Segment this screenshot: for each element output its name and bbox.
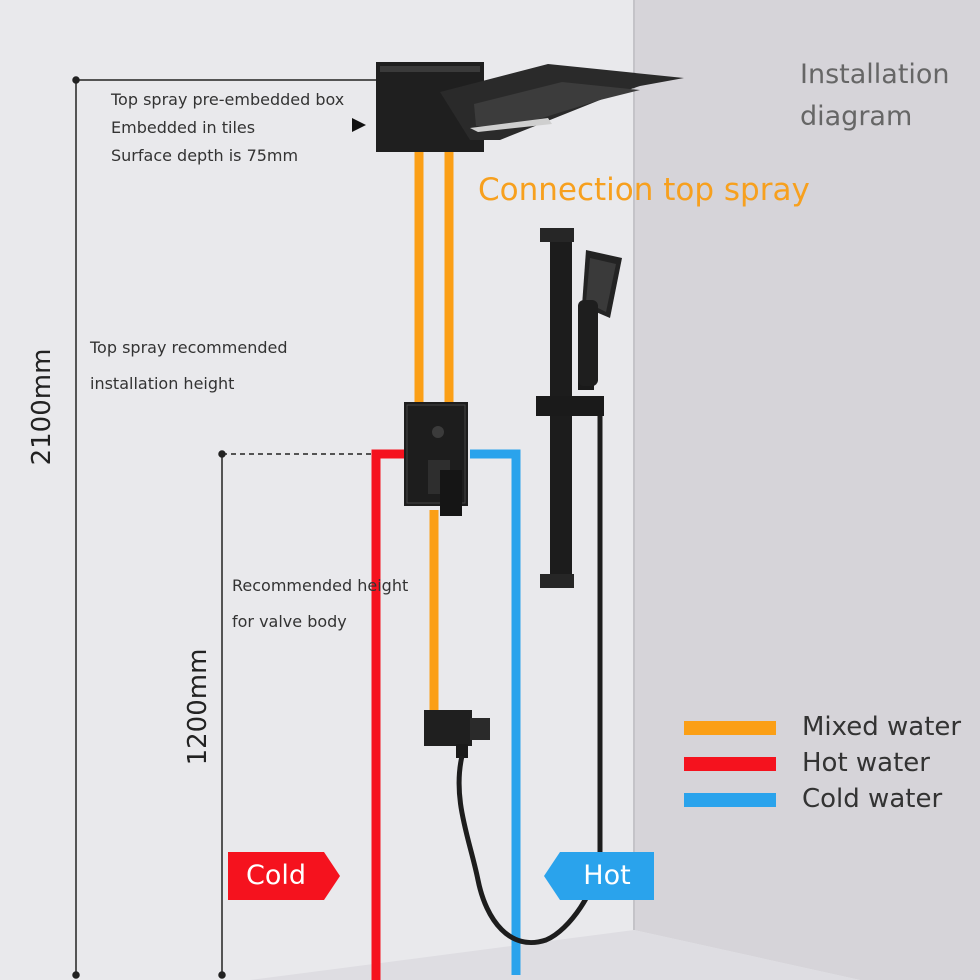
- dimension-2100-lines: [72, 76, 376, 979]
- hose-icon: [456, 416, 603, 945]
- legend-label: Mixed water: [802, 712, 962, 742]
- note-line: Surface depth is 75mm: [111, 146, 299, 165]
- outlet-elbow-icon: [424, 710, 490, 758]
- legend-swatch-hot: [684, 757, 776, 771]
- hand-shower-icon: [578, 250, 622, 390]
- title-line-1: Installation: [800, 59, 950, 90]
- dimension-2100-label: 2100mm: [27, 348, 57, 466]
- hot-tag-shape: [544, 852, 654, 900]
- hot-water-pipe: [371, 449, 406, 980]
- dimension-1200-lines: [218, 450, 372, 979]
- top-spray-height-note: Top spray recommended installation heigh…: [90, 330, 287, 402]
- legend-label: Cold water: [802, 784, 943, 814]
- diagram-title: Installation diagram: [800, 54, 950, 138]
- note-line: installation height: [90, 374, 235, 393]
- mixed-water-pipes: [414, 150, 454, 712]
- cold-water-pipe: [470, 449, 521, 975]
- floor-plane: [250, 930, 860, 980]
- legend-swatch-cold: [684, 793, 776, 807]
- slide-bar-icon: [536, 228, 604, 588]
- dimension-1200-label: 1200mm: [183, 648, 213, 766]
- connection-top-spray-label: Connection top spray: [478, 172, 810, 208]
- mixing-valve-icon: [404, 402, 468, 516]
- legend-swatch-mixed: [684, 721, 776, 735]
- note-line: Embedded in tiles: [111, 118, 256, 137]
- valve-height-note: Recommended height for valve body: [232, 568, 408, 640]
- embedded-box-note: Top spray pre-embedded box Embedded in t…: [111, 86, 344, 170]
- title-line-2: diagram: [800, 101, 913, 132]
- cold-tag: Cold: [245, 860, 306, 891]
- note-line: Top spray pre-embedded box: [111, 90, 345, 109]
- note-line: Recommended height: [232, 576, 409, 595]
- note-line: for valve body: [232, 612, 347, 631]
- note-line: Top spray recommended: [90, 338, 288, 357]
- cold-tag-shape: [228, 852, 340, 900]
- side-wall: [634, 0, 980, 980]
- rain-shower-head-icon: [376, 62, 684, 152]
- pointer-arrow-icon: [352, 118, 366, 132]
- hot-tag: Hot: [583, 860, 631, 891]
- legend-label: Hot water: [802, 748, 930, 778]
